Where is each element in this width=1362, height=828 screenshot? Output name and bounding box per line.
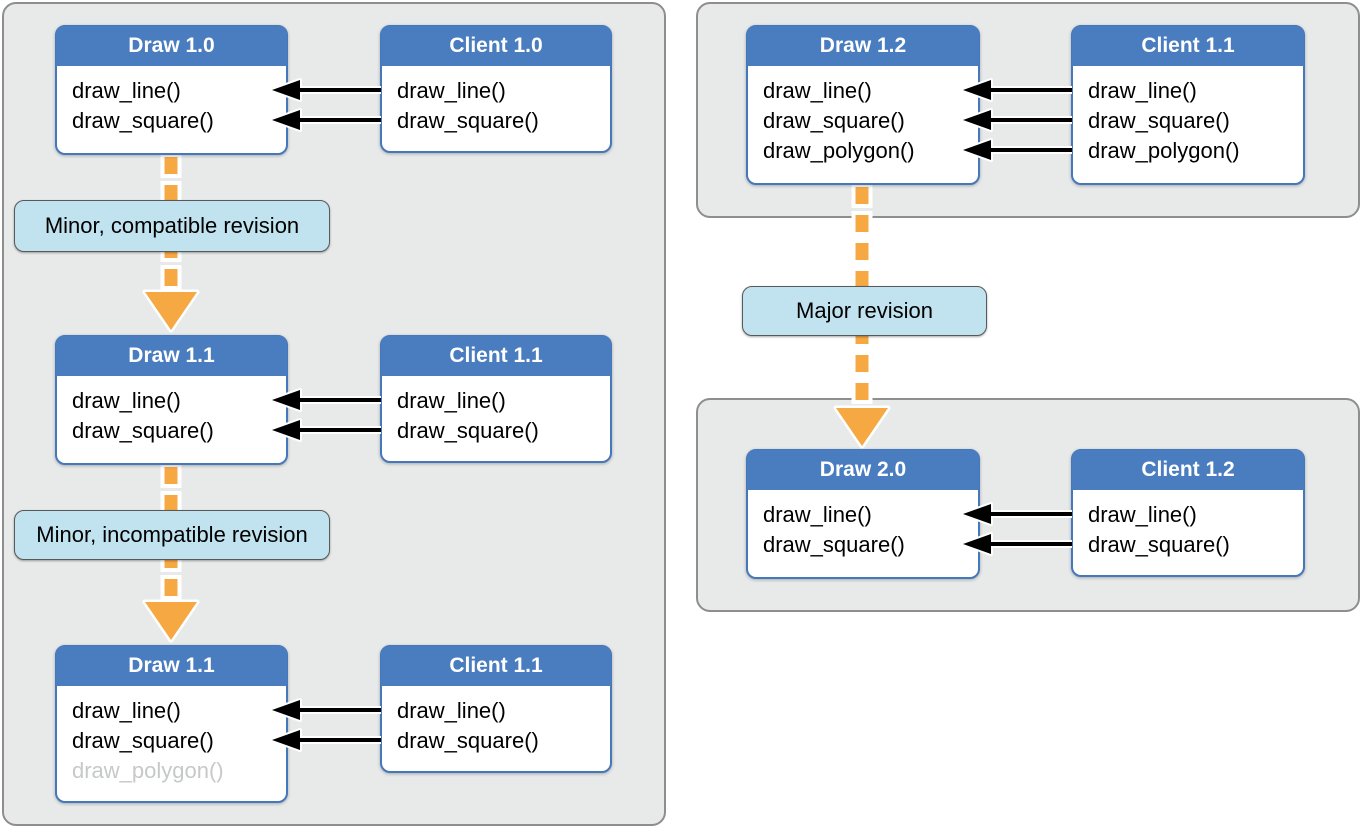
method-list: draw_line() draw_square() <box>382 376 610 446</box>
method-list: draw_line() draw_square() draw_polygon() <box>57 686 286 786</box>
method-list: draw_line() draw_square() <box>382 686 610 756</box>
class-box-title: Client 1.1 <box>381 646 611 686</box>
class-box-draw-1-1-incompatible: Draw 1.1 draw_line() draw_square() draw_… <box>55 645 288 803</box>
label-minor-incompatible-revision: Minor, incompatible revision <box>14 510 330 560</box>
class-box-client-1-1: Client 1.1 draw_line() draw_square() <box>380 335 612 463</box>
method-list: draw_line() draw_square() <box>748 490 978 560</box>
method-item: draw_line() <box>1088 502 1197 527</box>
method-item: draw_square() <box>72 728 214 753</box>
method-item: draw_line() <box>1088 78 1197 103</box>
class-box-title: Draw 1.2 <box>747 26 979 66</box>
class-box-draw-1-1: Draw 1.1 draw_line() draw_square() <box>55 335 288 465</box>
label-text: Minor, compatible revision <box>44 213 300 238</box>
label-major-revision: Major revision <box>742 286 987 336</box>
method-item: draw_line() <box>397 388 506 413</box>
class-box-client-1-2: Client 1.2 draw_line() draw_square() <box>1071 449 1305 577</box>
class-box-client-1-1-second: Client 1.1 draw_line() draw_square() <box>380 645 612 773</box>
method-item: draw_square() <box>397 418 539 443</box>
class-box-title: Client 1.0 <box>381 26 611 66</box>
class-box-title: Client 1.2 <box>1072 450 1304 490</box>
method-list: draw_line() draw_square() <box>57 376 286 446</box>
method-item: draw_line() <box>763 78 872 103</box>
class-box-title: Draw 1.0 <box>56 26 287 66</box>
method-item: draw_square() <box>1088 108 1230 133</box>
class-box-client-1-1-right: Client 1.1 draw_line() draw_square() dra… <box>1071 25 1305 185</box>
method-item: draw_polygon() <box>763 138 915 163</box>
method-item: draw_square() <box>72 108 214 133</box>
class-box-title: Draw 1.1 <box>56 646 287 686</box>
method-list: draw_line() draw_square() draw_polygon() <box>1073 66 1303 166</box>
class-box-title: Draw 2.0 <box>747 450 979 490</box>
class-box-title: Draw 1.1 <box>56 336 287 376</box>
method-item: draw_square() <box>763 532 905 557</box>
class-box-draw-1-0: Draw 1.0 draw_line() draw_square() <box>55 25 288 155</box>
method-list: draw_line() draw_square() <box>382 66 610 136</box>
method-item: draw_line() <box>397 78 506 103</box>
label-minor-compatible-revision: Minor, compatible revision <box>14 200 330 252</box>
class-box-title: Client 1.1 <box>381 336 611 376</box>
class-box-draw-2-0: Draw 2.0 draw_line() draw_square() <box>746 449 980 579</box>
method-item: draw_square() <box>72 418 214 443</box>
method-item: draw_square() <box>763 108 905 133</box>
class-box-client-1-0: Client 1.0 draw_line() draw_square() <box>380 25 612 153</box>
method-list: draw_line() draw_square() <box>57 66 286 136</box>
method-item: draw_line() <box>397 698 506 723</box>
method-item: draw_square() <box>397 108 539 133</box>
method-list: draw_line() draw_square() <box>1073 490 1303 560</box>
method-item: draw_line() <box>72 388 181 413</box>
class-box-title: Client 1.1 <box>1072 26 1304 66</box>
method-list: draw_line() draw_square() draw_polygon() <box>748 66 978 166</box>
label-text: Minor, incompatible revision <box>36 522 308 547</box>
class-box-draw-1-2: Draw 1.2 draw_line() draw_square() draw_… <box>746 25 980 185</box>
method-item: draw_polygon() <box>1088 138 1240 163</box>
method-item: draw_line() <box>72 698 181 723</box>
label-text: Major revision <box>796 298 933 323</box>
method-item: draw_square() <box>1088 532 1230 557</box>
method-item: draw_line() <box>763 502 872 527</box>
method-item: draw_square() <box>397 728 539 753</box>
method-item-unused: draw_polygon() <box>72 758 224 783</box>
method-item: draw_line() <box>72 78 181 103</box>
